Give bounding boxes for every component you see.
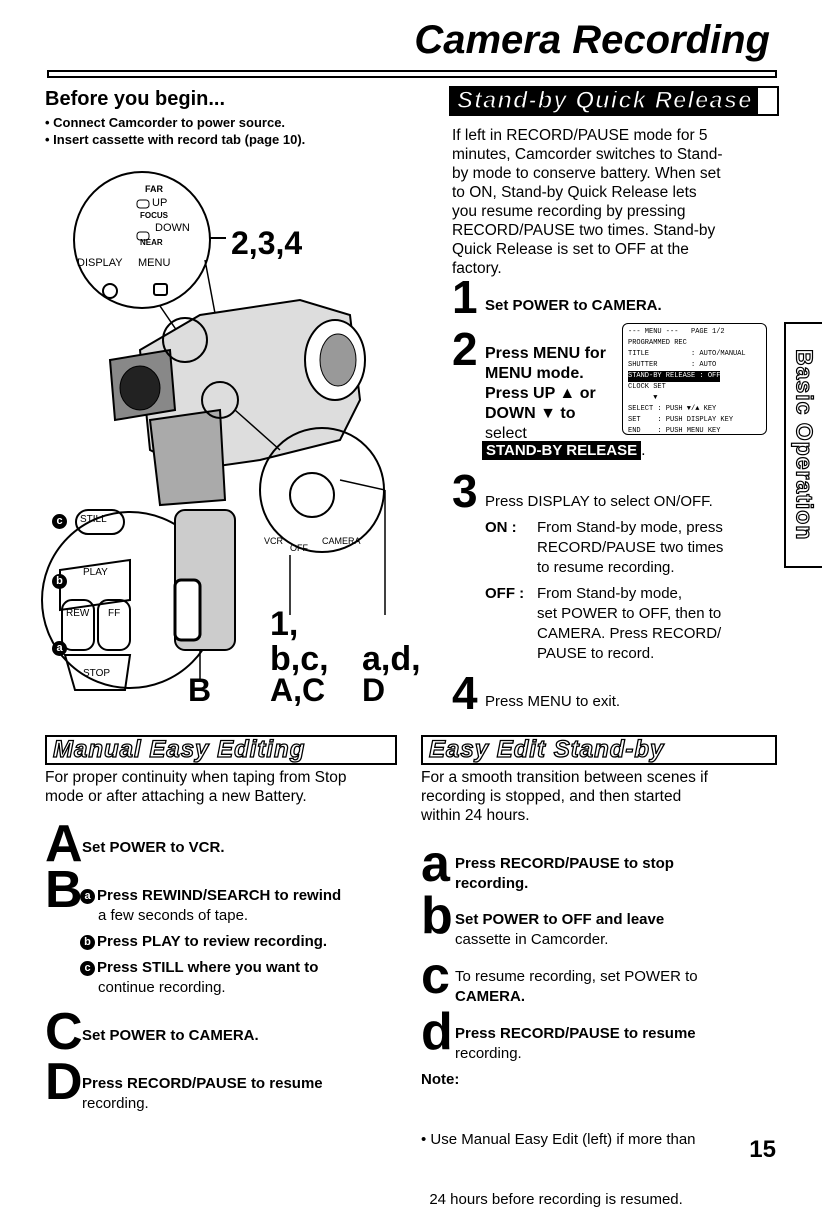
play-label: PLAY <box>83 567 108 578</box>
menu-line: SET : PUSH DISPLAY KEY <box>628 416 734 424</box>
menu-line: PROGRAMMED REC <box>628 339 687 347</box>
step-D-text: Press RECORD/PAUSE to resume recording. <box>82 1075 323 1112</box>
callout-AC: A,C <box>270 672 326 708</box>
callout-D: D <box>362 672 386 708</box>
menu-line: END : PUSH MENU KEY <box>628 427 721 435</box>
side-tab-basic-operation: Basic Operation <box>784 322 822 568</box>
step-b-text: Set POWER to OFF and leave cassette in C… <box>455 911 665 948</box>
standby-title: Stand-by Quick Release <box>451 87 759 114</box>
step-1-text: Set POWER to CAMERA. <box>485 297 662 314</box>
step-B-letter: B <box>45 861 83 919</box>
step-3-number: 3 <box>452 465 478 517</box>
step-4-text: Press MENU to exit. <box>485 693 621 710</box>
callout-bc: b,c, <box>270 640 329 678</box>
step-3-on-label: ON : <box>485 519 517 536</box>
step-D-letter: D <box>45 1053 83 1111</box>
menu-line: --- MENU --- PAGE 1/2 <box>628 328 725 336</box>
page-title: Camera Recording <box>414 18 770 62</box>
zoom-callout-circle <box>73 171 211 309</box>
off-label: OFF <box>290 543 308 553</box>
standby-intro-line: to ON, Stand-by Quick Release lets <box>452 184 697 201</box>
menu-line: CLOCK SET <box>628 383 666 391</box>
page-number: 15 <box>749 1136 776 1163</box>
standby-intro-line: you resume recording by pressing <box>452 203 686 220</box>
callout-234: 2,3,4 <box>231 225 303 261</box>
callout-1: 1, <box>270 605 299 643</box>
mode-dial-circle <box>259 427 385 553</box>
near-label: NEAR <box>140 238 163 247</box>
focus-label: FOCUS <box>140 211 168 220</box>
manual-intro: For proper continuity when taping from S… <box>45 769 347 805</box>
step-c-letter: c <box>421 947 450 1005</box>
easy-title: Easy Edit Stand-by <box>428 736 665 763</box>
easy-section-header: Easy Edit Stand-by <box>421 735 777 765</box>
rew-label: REW <box>66 608 90 619</box>
badge-b: b <box>52 573 69 591</box>
menu-line: SELECT : PUSH ▼/▲ KEY <box>628 405 717 413</box>
step-B-c-line2: continue recording. <box>98 979 226 996</box>
step-3-off-label: OFF : <box>485 585 525 602</box>
still-label: STILL <box>80 514 107 525</box>
step-3-off-text: From Stand-by mode, set POWER to OFF, th… <box>537 585 722 662</box>
step-A-text: Set POWER to VCR. <box>82 839 225 856</box>
standby-intro-line: by mode to conserve battery. When set <box>452 165 721 182</box>
menu-line: STAND-BY RELEASE : OFF <box>628 371 721 382</box>
manual-section-header: Manual Easy Editing <box>45 735 397 765</box>
callout-ad: a,d, <box>362 640 421 678</box>
callout-B: B <box>188 672 212 708</box>
menu-line: SHUTTER : AUTO <box>628 361 717 369</box>
step-A-letter: A <box>45 815 83 873</box>
step-d-text: Press RECORD/PAUSE to resume recording. <box>455 1025 696 1062</box>
step-b-letter: b <box>421 887 453 945</box>
far-label: FAR <box>145 184 163 194</box>
ff-label: FF <box>108 608 121 619</box>
step-2-highlight: STAND-BY RELEASE. <box>482 441 646 460</box>
menu-screen: --- MENU --- PAGE 1/2 PROGRAMMED REC TIT… <box>622 323 767 435</box>
step-C-letter: C <box>45 1003 83 1061</box>
step-4-number: 4 <box>452 667 478 719</box>
badge-a: a <box>52 640 69 658</box>
stop-label: STOP <box>83 668 111 679</box>
step-C-text: Set POWER to CAMERA. <box>82 1027 259 1044</box>
note-label: Note: <box>421 1071 460 1088</box>
easy-intro: For a smooth transition between scenes i… <box>421 769 708 824</box>
before-bullet-2: • Insert cassette with record tab (page … <box>45 132 306 147</box>
display-label: DISPLAY <box>77 257 123 269</box>
standby-intro-line: factory. <box>452 260 502 277</box>
standby-section-header: Stand-by Quick Release <box>449 86 779 116</box>
step-2-number: 2 <box>452 323 478 375</box>
up-label: UP <box>152 197 168 209</box>
step-a-text: Press RECORD/PAUSE to stop recording. <box>455 855 674 892</box>
vcr-label: VCR <box>264 536 284 546</box>
step-a-letter: a <box>421 835 450 893</box>
badge-c: c <box>52 513 69 531</box>
standby-intro-line: Quick Release is set to OFF at the <box>452 241 689 258</box>
standby-intro: If left in RECORD/PAUSE mode for 5 minut… <box>452 126 782 278</box>
menu-line: ▼ <box>628 394 658 402</box>
step-B-a-line2: a few seconds of tape. <box>98 907 249 924</box>
header-rule <box>47 70 777 78</box>
manual-title: Manual Easy Editing <box>52 736 306 763</box>
standby-intro-line: minutes, Camcorder switches to Stand- <box>452 146 723 163</box>
before-bullet-1: • Connect Camcorder to power source. <box>45 115 286 130</box>
camera-label: CAMERA <box>322 536 361 546</box>
menu-line: TITLE : AUTO/MANUAL <box>628 350 746 358</box>
down-label: DOWN <box>155 222 190 234</box>
step-3-text: Press DISPLAY to select ON/OFF. <box>485 493 713 510</box>
step-2-text: Press MENU for MENU mode. Press UP ▲ or … <box>485 345 606 442</box>
before-heading: Before you begin... <box>45 88 226 110</box>
note-text: • Use Manual Easy Edit (left) if more th… <box>421 1131 696 1208</box>
step-d-letter: d <box>421 1003 453 1061</box>
step-1-number: 1 <box>452 271 478 323</box>
standby-intro-line: RECORD/PAUSE two times. Stand-by <box>452 222 716 239</box>
step-3-on-text: From Stand-by mode, press RECORD/PAUSE t… <box>537 519 724 576</box>
camcorder-illustration <box>41 171 386 691</box>
step-c-text: To resume recording, set POWER to CAMERA… <box>455 968 698 1005</box>
menu-label: MENU <box>138 257 171 269</box>
standby-intro-line: If left in RECORD/PAUSE mode for 5 <box>452 127 708 144</box>
before-bullets: • Connect Camcorder to power source. • I… <box>45 114 305 148</box>
